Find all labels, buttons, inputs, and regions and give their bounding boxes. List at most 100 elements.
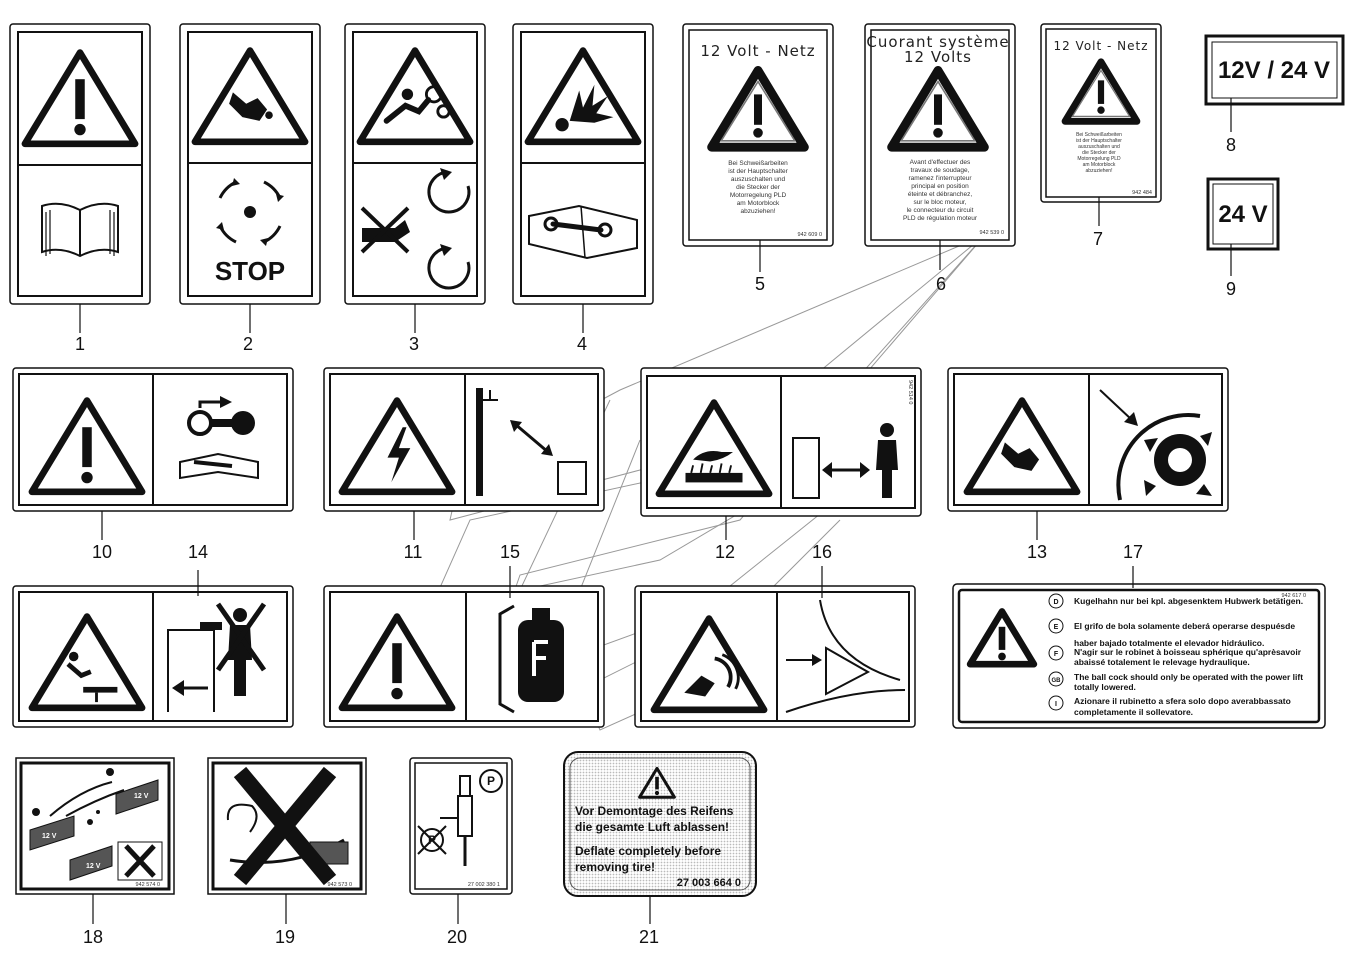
fire-extinguisher-icon <box>498 604 564 714</box>
svg-text:éteinte et débranchez,: éteinte et débranchez, <box>908 191 973 198</box>
callout-label-19: 19 <box>275 927 295 947</box>
decal-2: STOP 2 <box>179 23 321 354</box>
svg-text:Kugelhahn nur bei kpl. abgesen: Kugelhahn nur bei kpl. abgesenktem Hubwe… <box>1074 596 1303 606</box>
fall-hazard-warning-icon <box>32 617 142 708</box>
lang-line-f: F N'agir sur le robinet à boisseau sphér… <box>1048 645 1302 667</box>
svg-text:die gesamte Luft ablassen!: die gesamte Luft ablassen! <box>575 820 729 834</box>
multilingual-instructions: D Kugelhahn nur bei kpl. abgesenktem Hub… <box>1048 593 1303 717</box>
callout-label-15: 15 <box>500 542 520 562</box>
decal19-code: 942 573 0 <box>328 882 352 888</box>
svg-text:auszuschalten und: auszuschalten und <box>731 176 786 183</box>
svg-text:F: F <box>1054 651 1059 658</box>
svg-text:completamente il sollevatore.: completamente il sollevatore. <box>1074 707 1193 717</box>
svg-text:The ball cock should only be o: The ball cock should only be operated wi… <box>1074 672 1303 682</box>
battery-jump-start-icon: 12 V 12 V 12 V <box>29 768 163 881</box>
decal-16: 16 <box>634 542 916 728</box>
svg-text:E: E <box>1054 624 1059 631</box>
svg-text:haber bajado totalmente el ele: haber bajado totalmente el elevador hidr… <box>1074 638 1264 648</box>
warning-triangle-icon <box>966 608 1038 668</box>
callout-label-9: 9 <box>1226 279 1236 299</box>
decal-3: 3 <box>344 23 486 354</box>
warning-triangle-icon <box>25 53 135 144</box>
warning-triangle-icon <box>638 766 676 799</box>
svg-text:Motorregelung PLD: Motorregelung PLD <box>1077 156 1121 162</box>
voltage-12-24-text: 12V / 24 V <box>1218 57 1330 84</box>
decal-14: 14 <box>12 542 294 728</box>
no-hands-rotation-icon <box>360 168 471 290</box>
callout-label-3: 3 <box>409 334 419 354</box>
svg-text:12 V: 12 V <box>42 833 57 840</box>
warning-triangle-icon <box>32 401 142 492</box>
callout-label-12: 12 <box>715 542 735 562</box>
svg-text:PLD de régulation moteur: PLD de régulation moteur <box>903 215 978 222</box>
svg-text:auszuschalten und: auszuschalten und <box>1078 144 1120 150</box>
svg-text:GB: GB <box>1052 678 1062 684</box>
corrosive-acid-warning-icon <box>659 403 769 494</box>
lang-line-e: E El grifo de bola solamente deberá oper… <box>1048 618 1295 648</box>
warning-triangle-icon <box>887 65 989 152</box>
decal-11: 11 <box>323 367 605 562</box>
entanglement-warning-icon <box>360 51 470 142</box>
svg-text:die Stecker der: die Stecker der <box>1082 150 1116 156</box>
decal21-code: 27 003 664 0 <box>677 877 741 889</box>
svg-text:D: D <box>1053 599 1058 606</box>
decal6-code: 942 539 0 <box>980 230 1004 236</box>
svg-text:die Stecker der: die Stecker der <box>736 184 781 191</box>
decal-20: P P 27 002 380 1 20 <box>409 757 513 947</box>
rotating-cutter-icon <box>1099 389 1212 501</box>
decal6-title-line2: 12 Volts <box>904 48 972 66</box>
service-manual-wrench-icon <box>528 204 638 260</box>
decal6-title-line1: Cuorant système <box>866 33 1009 51</box>
decal-6: Cuorant système 12 Volts Avant d'effectu… <box>864 23 1016 294</box>
lang-line-d: D Kugelhahn nur bei kpl. abgesenktem Hub… <box>1048 593 1303 609</box>
svg-text:Bei Schweißarbeiten: Bei Schweißarbeiten <box>728 160 788 167</box>
parking-valve-icon: P P <box>417 769 503 866</box>
svg-text:Avant d'effectuer des: Avant d'effectuer des <box>910 159 971 166</box>
decal-8: 12V / 24 V 8 <box>1204 34 1345 155</box>
svg-text:removing tire!: removing tire! <box>575 860 655 874</box>
svg-text:ist der Hauptschalter: ist der Hauptschalter <box>728 168 788 175</box>
decal-4: 4 <box>512 23 654 354</box>
explosion-warning-icon <box>528 51 638 142</box>
remove-key-manual-icon <box>179 396 259 480</box>
callout-label-16: 16 <box>812 542 832 562</box>
svg-text:sur le bloc moteur,: sur le bloc moteur, <box>913 199 966 206</box>
svg-text:am Motorblock: am Motorblock <box>1083 162 1116 168</box>
svg-text:am Motorblock: am Motorblock <box>737 200 780 207</box>
callout-label-10: 10 <box>92 542 112 562</box>
decal7-title: 12 Volt - Netz <box>1053 39 1148 53</box>
callout-label-6: 6 <box>936 274 946 294</box>
svg-text:12 V: 12 V <box>86 863 101 870</box>
callout-label-2: 2 <box>243 334 253 354</box>
decal-19: 942 573 0 19 <box>207 757 367 947</box>
rotating-parts-icon <box>216 178 284 246</box>
svg-text:12 V: 12 V <box>134 793 149 800</box>
callout-label-17: 17 <box>1123 542 1143 562</box>
electric-hazard-icon <box>342 401 452 492</box>
callout-label-18: 18 <box>83 927 103 947</box>
callout-label-1: 1 <box>75 334 85 354</box>
decal7-code: 942 484 <box>1132 190 1152 196</box>
decal6-text: Avant d'effectuer des travaux de soudage… <box>903 159 978 222</box>
decal-13: 13 <box>947 367 1229 562</box>
svg-text:Vor Demontage des Reifens: Vor Demontage des Reifens <box>575 804 734 818</box>
decal-17: D Kugelhahn nur bei kpl. abgesenktem Hub… <box>952 542 1326 729</box>
decal-21: Vor Demontage des Reifens die gesamte Lu… <box>563 751 757 947</box>
svg-text:Motorregelung PLD: Motorregelung PLD <box>730 192 787 199</box>
svg-text:P: P <box>487 774 495 788</box>
svg-text:N'agir sur le robinet à boisse: N'agir sur le robinet à boisseau sphériq… <box>1074 647 1302 657</box>
decal5-code: 942 609 0 <box>798 232 822 238</box>
decal-5: 12 Volt - Netz Bei Schweißarbeiten ist d… <box>682 23 834 294</box>
svg-text:El grifo de bola solamente deb: El grifo de bola solamente deberá operar… <box>1074 621 1295 631</box>
voltage-24-text: 24 V <box>1218 201 1267 228</box>
keep-distance-person-icon <box>792 423 898 499</box>
decal18-code: 942 574 0 <box>136 882 160 888</box>
overhead-line-distance-icon <box>476 388 587 496</box>
svg-text:Bei Schweißarbeiten: Bei Schweißarbeiten <box>1076 132 1122 138</box>
manual-book-icon <box>41 202 119 258</box>
svg-text:travaux de soudage,: travaux de soudage, <box>911 167 970 174</box>
warning-triangle-icon <box>342 617 452 708</box>
svg-text:le connecteur du circuit: le connecteur du circuit <box>907 207 974 214</box>
thrown-object-warning-icon <box>654 619 764 710</box>
decal17-code: 942 617 0 <box>1282 593 1306 599</box>
